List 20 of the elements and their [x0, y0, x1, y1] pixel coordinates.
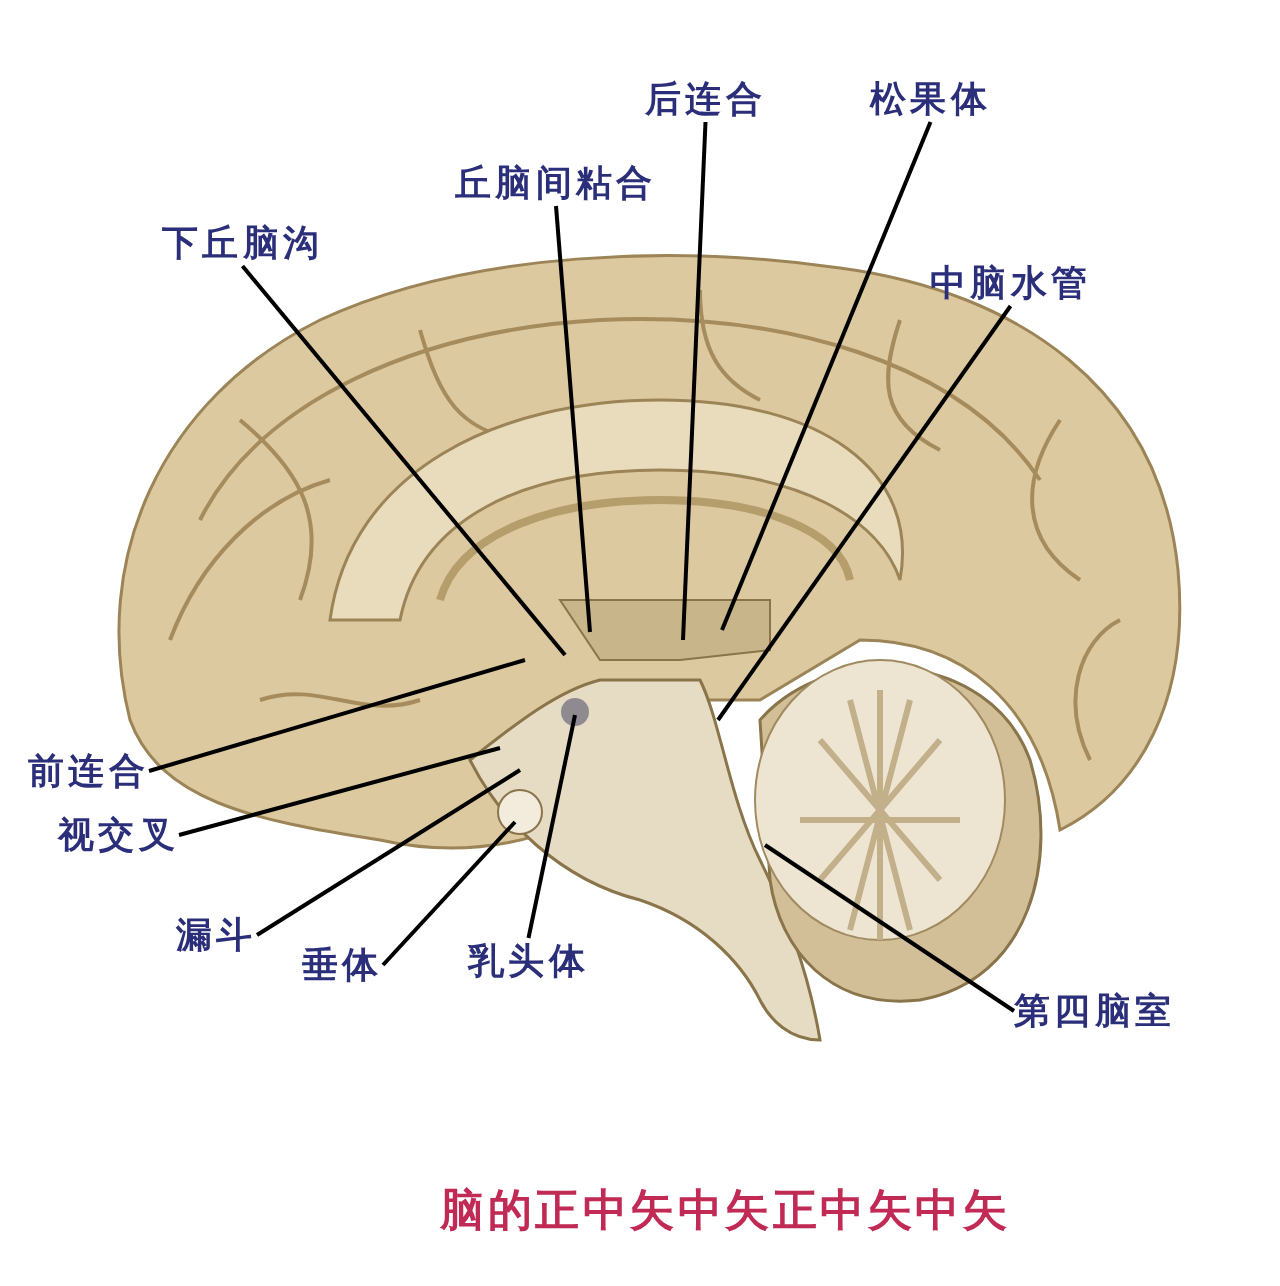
leader-line [255, 768, 522, 937]
part-label: 乳头体 [468, 938, 589, 984]
part-label: 垂体 [302, 942, 383, 988]
part-label: 丘脑间粘合 [455, 160, 657, 206]
part-label: 后连合 [645, 76, 766, 122]
leader-line [381, 820, 517, 967]
leader-line [178, 746, 501, 837]
leader-line [720, 121, 933, 631]
part-label: 第四脑室 [1014, 988, 1176, 1034]
part-label: 松果体 [870, 76, 991, 122]
part-label: 前连合 [28, 748, 149, 794]
leader-line [681, 121, 708, 641]
part-label: 漏斗 [176, 912, 257, 958]
part-label: 视交叉 [58, 812, 179, 858]
leader-line [526, 714, 577, 939]
part-label: 下丘脑沟 [162, 220, 324, 266]
caption: 脑的正中矢中矢正中矢中矢 [440, 1183, 1011, 1237]
leader-line [554, 205, 592, 633]
leader-line [763, 843, 1016, 1013]
leader-line [240, 264, 567, 657]
